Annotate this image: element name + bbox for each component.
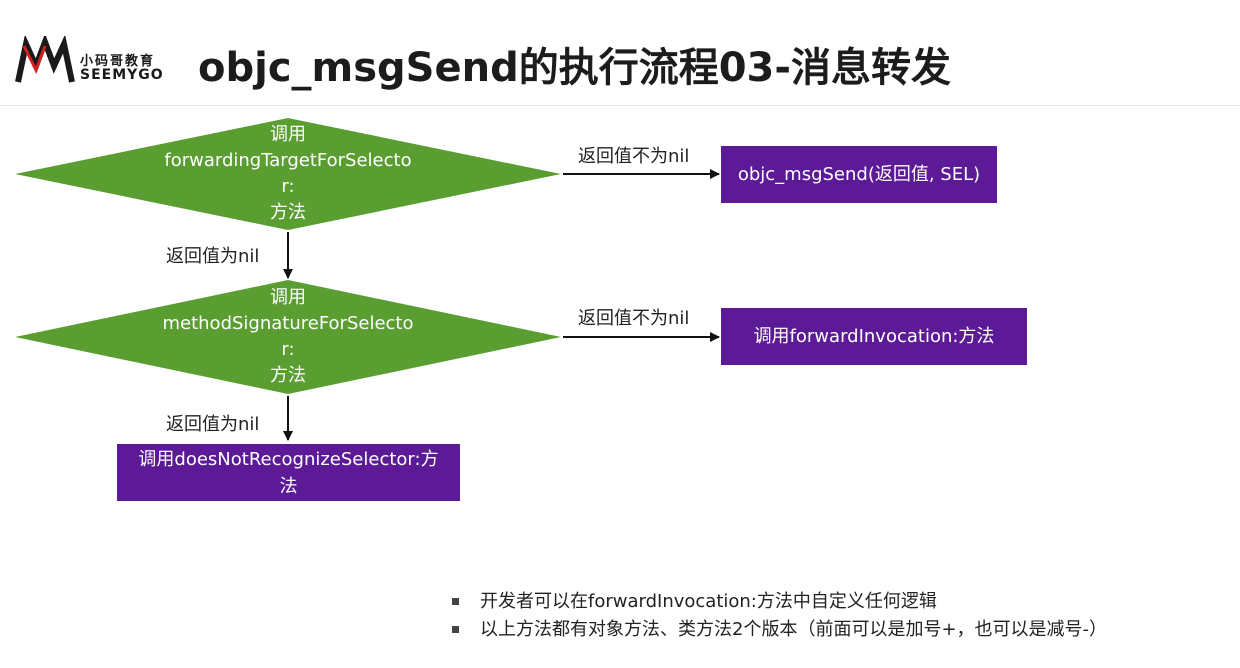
bullet-icon [452,598,459,605]
edge-label-nil-1: 返回值为nil [166,246,260,267]
decision-line: 方法 [270,202,306,223]
box-forward-invocation-label: 调用forwardInvocation:方法 [753,326,995,347]
decision-line: r: [281,176,295,197]
header-divider [0,105,1240,106]
notes-list: 开发者可以在forwardInvocation:方法中自定义任何逻辑 以上方法都… [452,588,1107,644]
box-objc-msgsend-label: objc_msgSend(返回值, SEL) [737,164,981,185]
decision-method-signature [15,280,561,394]
logo-text-en: SEEMYGO [80,67,164,83]
box-does-not-recognize-line: 法 [279,475,298,497]
box-does-not-recognize-line: 调用doesNotRecognizeSelector:方 [138,448,439,470]
edge-label-nil-2: 返回值为nil [166,414,260,435]
decision-line: 调用 [270,287,306,308]
decision-line: methodSignatureForSelecto [162,313,414,334]
box-objc-msgsend: objc_msgSend(返回值, SEL) [721,146,997,203]
note-item: 开发者可以在forwardInvocation:方法中自定义任何逻辑 [452,588,1107,616]
decision-line: r: [281,339,295,360]
note-item: 以上方法都有对象方法、类方法2个版本（前面可以是加号+，也可以是减号-） [452,616,1107,644]
logo-text-cn: 小码哥教育 [80,54,156,69]
page-title: objc_msgSend的执行流程03-消息转发 [198,45,951,91]
logo: 小码哥教育 SEEMYGO [14,33,184,88]
box-does-not-recognize: 调用doesNotRecognizeSelector:方 法 [117,444,460,501]
decision-forwarding-target [15,118,561,230]
edge-label-not-nil-2: 返回值不为nil [578,308,690,329]
edge-label-not-nil-1: 返回值不为nil [578,146,690,167]
decision-method-signature-label: 调用 methodSignatureForSelecto r: 方法 [138,285,438,389]
logo-m-icon [15,33,75,83]
decision-line: 方法 [270,365,306,386]
decision-line: 调用 [270,124,306,145]
box-forward-invocation: 调用forwardInvocation:方法 [721,308,1027,365]
decision-forwarding-target-label: 调用 forwardingTargetForSelecto r: 方法 [138,122,438,226]
note-text: 以上方法都有对象方法、类方法2个版本（前面可以是加号+，也可以是减号-） [480,619,1108,640]
decision-line: forwardingTargetForSelecto [164,150,412,171]
header: 小码哥教育 SEEMYGO objc_msgSend的执行流程03-消息转发 [0,0,1240,106]
bullet-icon [452,626,459,633]
note-text: 开发者可以在forwardInvocation:方法中自定义任何逻辑 [480,591,937,612]
